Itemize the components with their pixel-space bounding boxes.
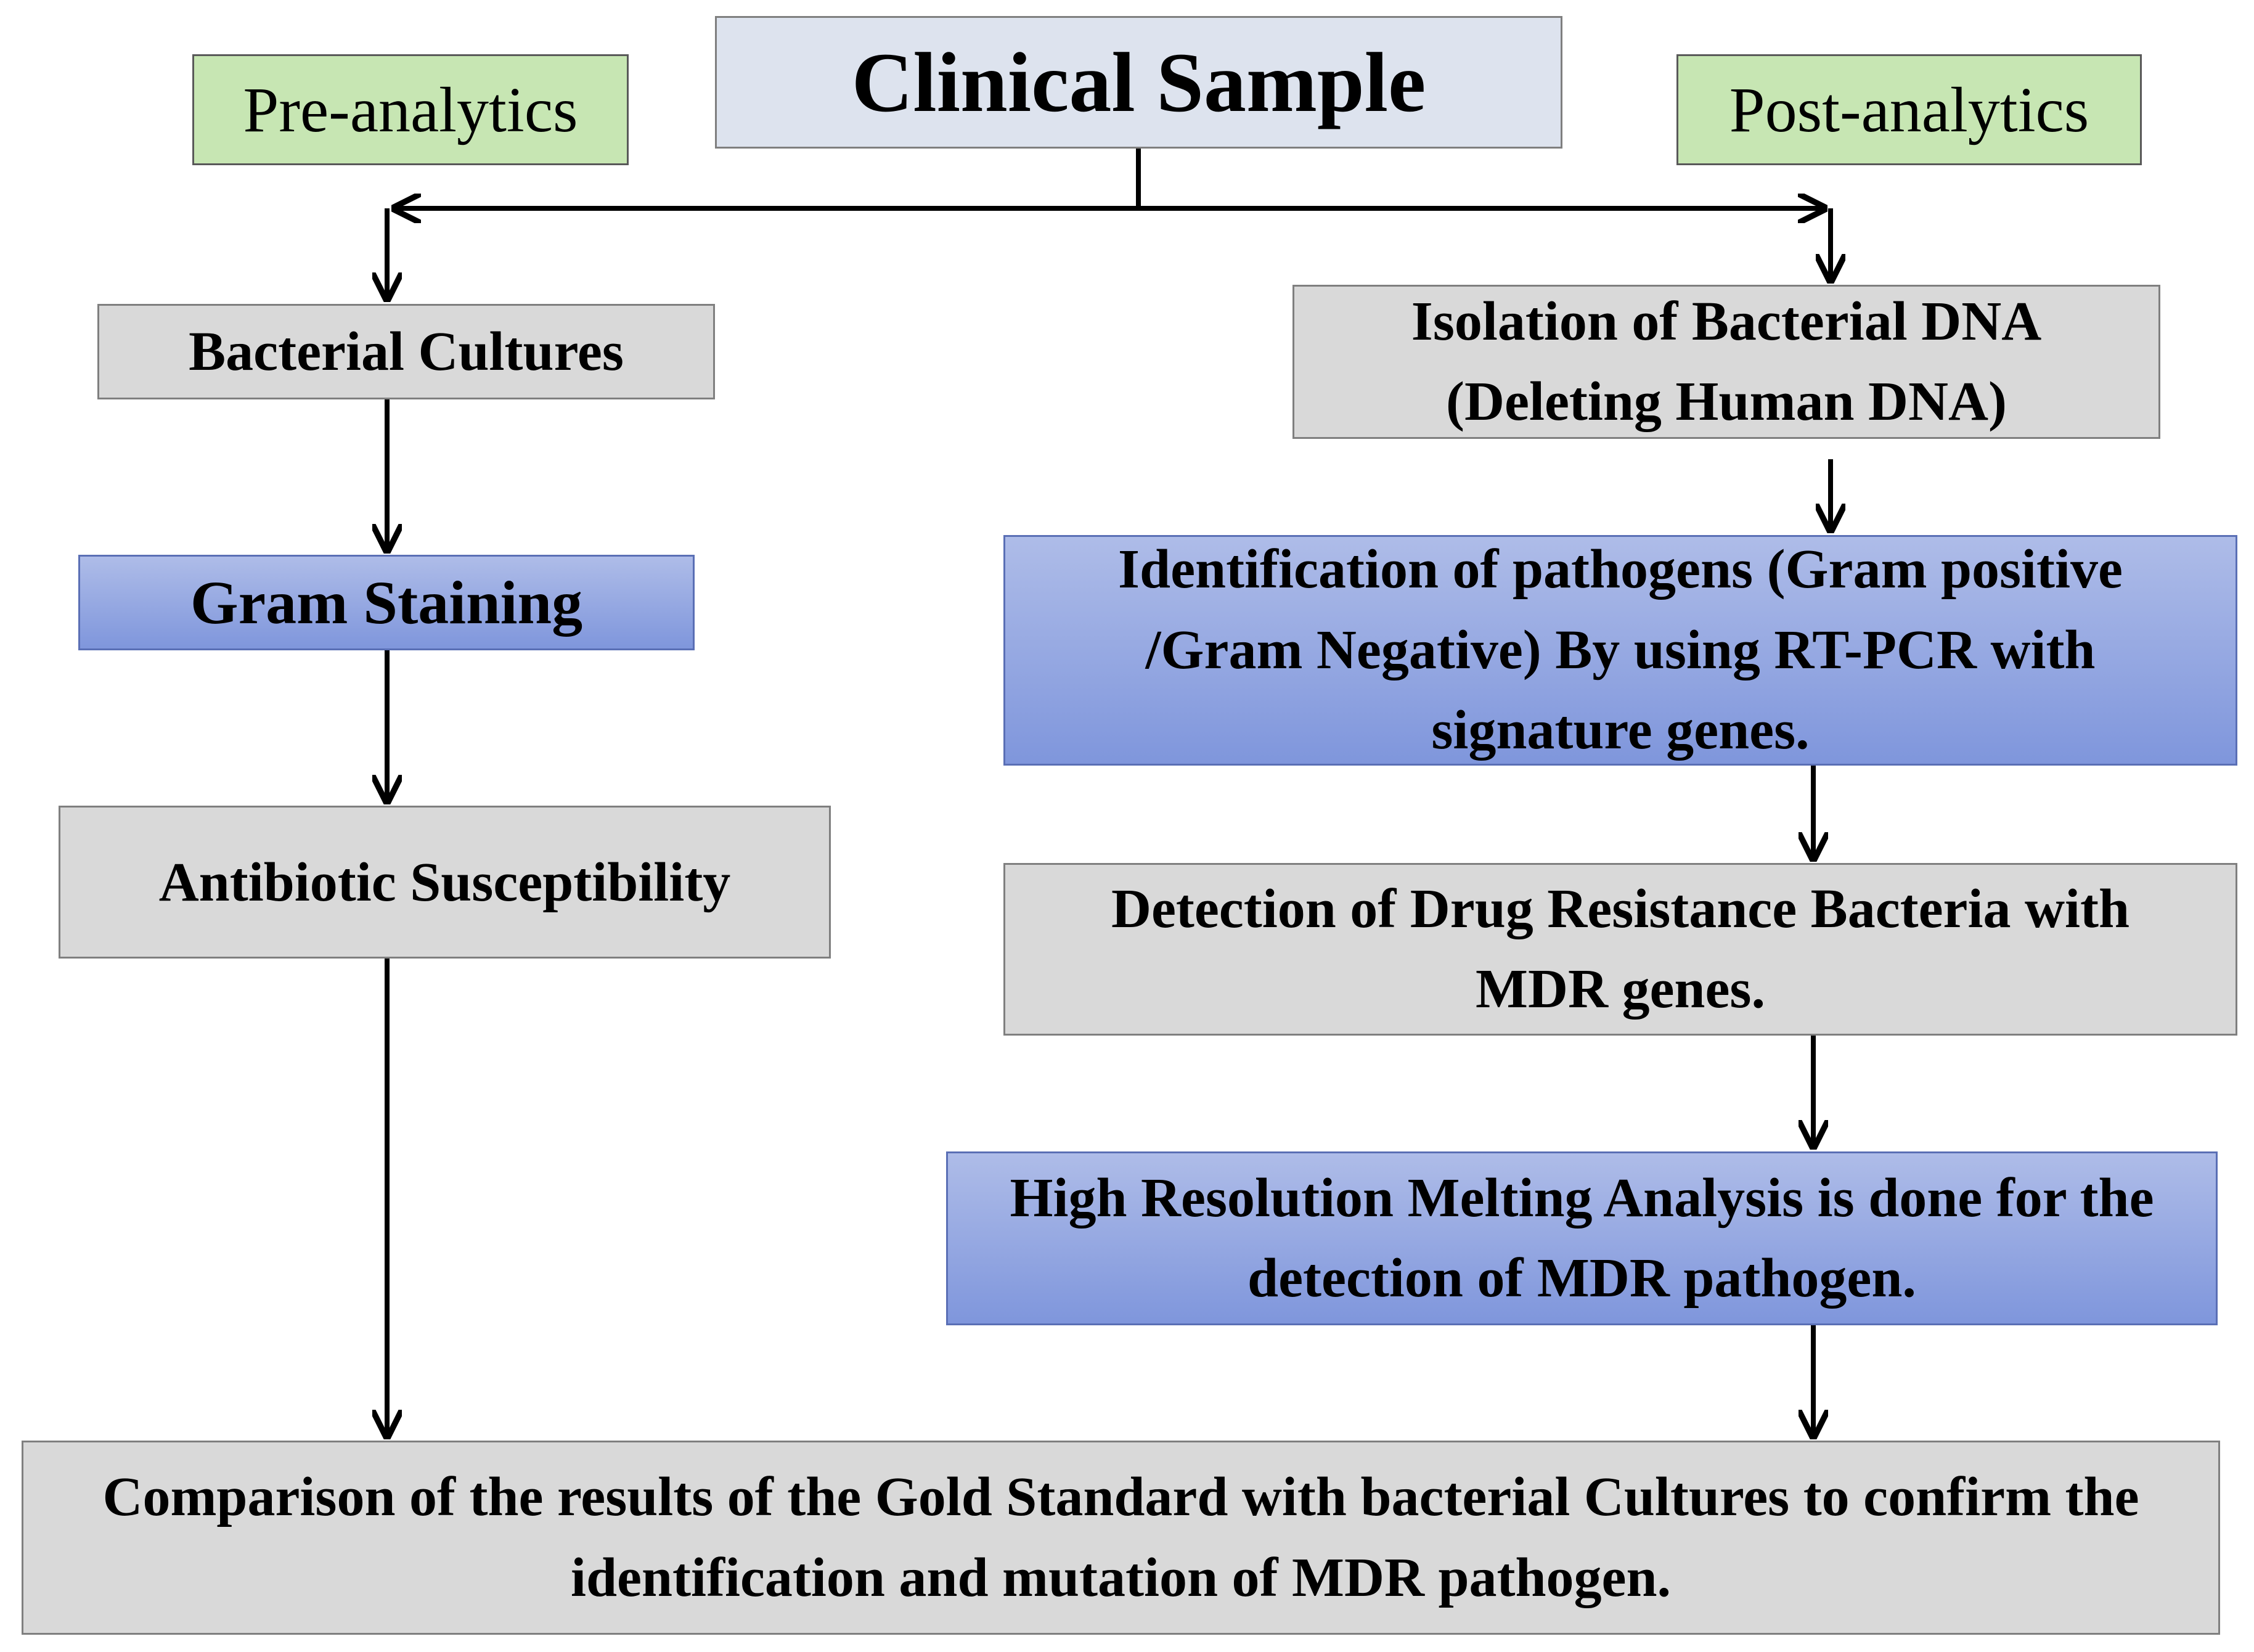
clinical-sample-label: Clinical Sample <box>851 35 1426 129</box>
antibiotic-susceptibility-label: Antibiotic Susceptibility <box>158 851 731 913</box>
pre-analytics-label: Pre-analytics <box>243 74 578 145</box>
bacterial-cultures-label: Bacterial Cultures <box>189 321 624 382</box>
comparison-results-label: Comparison of the results of the Gold St… <box>102 1466 2139 1608</box>
post-analytics-label: Post-analytics <box>1729 74 2089 145</box>
pre-analytics-box: Pre-analytics <box>192 54 629 165</box>
high-resolution-melting-label: High Resolution Melting Analysis is done… <box>1010 1167 2154 1309</box>
detection-drug-resistance-box: Detection of Drug Resistance Bacteria wi… <box>1003 863 2237 1036</box>
identification-pathogens-box: Identification of pathogens (Gram positi… <box>1003 535 2237 766</box>
comparison-results-box: Comparison of the results of the Gold St… <box>22 1441 2220 1635</box>
isolation-dna-label: Isolation of Bacterial DNA (Deleting Hum… <box>1411 290 2042 433</box>
gram-staining-label: Gram Staining <box>190 568 583 637</box>
isolation-dna-box: Isolation of Bacterial DNA (Deleting Hum… <box>1292 285 2160 439</box>
post-analytics-box: Post-analytics <box>1676 54 2142 165</box>
gram-staining-box: Gram Staining <box>78 555 695 650</box>
identification-pathogens-label: Identification of pathogens (Gram positi… <box>1118 539 2123 761</box>
clinical-sample-box: Clinical Sample <box>715 16 1562 149</box>
bacterial-cultures-box: Bacterial Cultures <box>97 304 715 399</box>
antibiotic-susceptibility-box: Antibiotic Susceptibility <box>59 806 831 959</box>
high-resolution-melting-box: High Resolution Melting Analysis is done… <box>946 1151 2218 1325</box>
detection-drug-resistance-label: Detection of Drug Resistance Bacteria wi… <box>1111 878 2130 1020</box>
